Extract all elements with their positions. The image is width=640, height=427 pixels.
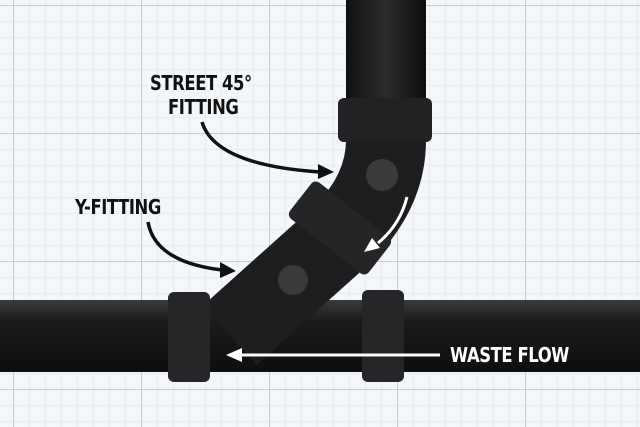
street45-hub [338, 98, 432, 142]
street45-label-line1: STREET 45° [150, 71, 252, 95]
fitting-stamp [278, 265, 308, 295]
flow-direction-arrow [377, 196, 409, 245]
arrowhead-icon [220, 262, 236, 278]
wye-hub-left [168, 292, 210, 382]
street45-pointer-arrow [200, 121, 321, 174]
horizontal-pipe [0, 300, 640, 372]
yfitting-label: Y-FITTING [75, 195, 161, 219]
arrowhead-icon [318, 164, 334, 179]
wye-hub-right [362, 290, 404, 382]
waste-flow-label: WASTE FLOW [450, 343, 569, 367]
arrowhead-icon [226, 348, 242, 362]
street45-label-line2: FITTING [168, 95, 239, 119]
vertical-pipe [346, 0, 426, 110]
fitting-stamp [366, 159, 398, 191]
yfitting-pointer-arrow [146, 221, 223, 272]
arrowhead-icon [364, 238, 380, 252]
